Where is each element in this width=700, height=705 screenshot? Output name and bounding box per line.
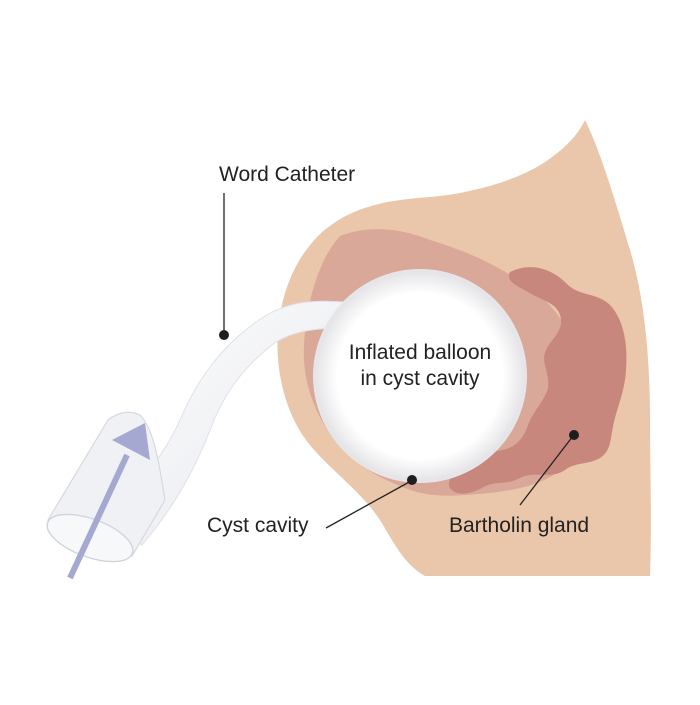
direction-arrow-head [112, 423, 150, 460]
bartholin-gland-region [448, 267, 627, 494]
bartholin-gland-label: Bartholin gland [449, 514, 590, 537]
inflated-balloon-label: Inflated balloon in cyst cavity [322, 340, 518, 392]
word-catheter-label: Word Catheter [219, 163, 356, 186]
bartholin-gland-leader-line [519, 435, 574, 506]
cyst-cavity-leader-line [325, 480, 412, 529]
balloon-label-line-1: Inflated balloon [348, 341, 492, 364]
word-catheter-leader-dot [219, 330, 229, 340]
balloon-label-line-2: in cyst cavity [360, 367, 480, 390]
cyst-cavity-leader-dot [407, 475, 417, 485]
bartholin-gland-leader-dot [569, 430, 579, 440]
cyst-cavity-label: Cyst cavity [207, 514, 309, 537]
direction-arrow-shaft [67, 453, 130, 580]
inflated-balloon [313, 269, 527, 483]
